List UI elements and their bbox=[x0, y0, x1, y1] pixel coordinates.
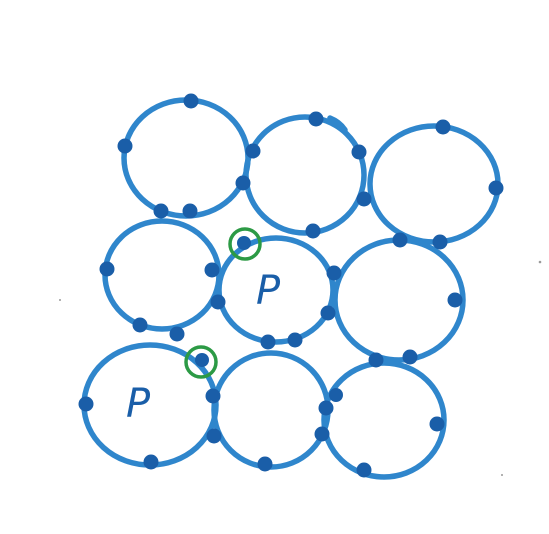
dot bbox=[447, 292, 463, 308]
dot bbox=[351, 144, 367, 160]
dot bbox=[78, 396, 94, 412]
dot bbox=[314, 426, 330, 442]
pen-tick-mark bbox=[327, 115, 348, 133]
dot bbox=[432, 234, 448, 250]
dot bbox=[132, 317, 148, 333]
dot bbox=[429, 416, 445, 432]
dot bbox=[204, 262, 220, 278]
dot bbox=[153, 203, 169, 219]
dot bbox=[117, 138, 133, 154]
dot bbox=[260, 334, 276, 350]
dot bbox=[245, 143, 261, 159]
dot bbox=[326, 265, 342, 281]
paper-speck bbox=[538, 260, 542, 264]
dot bbox=[183, 93, 199, 109]
dot bbox=[305, 223, 321, 239]
dot-layer bbox=[78, 93, 504, 478]
dot bbox=[356, 191, 372, 207]
dot bbox=[143, 454, 159, 470]
ring-middle-right bbox=[332, 237, 466, 363]
dot bbox=[205, 388, 221, 404]
dot bbox=[308, 111, 324, 127]
dot bbox=[257, 456, 273, 472]
dot bbox=[320, 305, 336, 321]
dot bbox=[318, 400, 334, 416]
dot bbox=[392, 232, 408, 248]
dot bbox=[99, 261, 115, 277]
dot bbox=[195, 353, 209, 367]
ring-top-right bbox=[367, 123, 501, 245]
label-center: P bbox=[256, 268, 281, 314]
dot bbox=[287, 332, 303, 348]
label-bottom-left: P bbox=[126, 381, 151, 427]
dot bbox=[435, 119, 451, 135]
dot bbox=[182, 203, 198, 219]
ring-center bbox=[216, 235, 336, 345]
dot bbox=[402, 349, 418, 365]
dot bbox=[235, 175, 251, 191]
ring-top-middle bbox=[243, 114, 367, 236]
dot bbox=[210, 294, 226, 310]
ring-bottom-right bbox=[321, 360, 447, 480]
dot bbox=[356, 462, 372, 478]
dot bbox=[368, 352, 384, 368]
highlight-ring-lower bbox=[184, 345, 218, 379]
dot bbox=[169, 326, 185, 342]
paper-speck bbox=[59, 299, 61, 301]
ring-middle-left bbox=[102, 218, 222, 332]
dot bbox=[237, 236, 251, 250]
dot bbox=[329, 388, 343, 402]
dot bbox=[206, 428, 222, 444]
ring-top-left bbox=[121, 97, 251, 219]
dot bbox=[488, 180, 504, 196]
ring-bottom-middle bbox=[211, 350, 331, 470]
paper-speck bbox=[501, 474, 503, 476]
highlight-ring-upper bbox=[228, 227, 262, 261]
